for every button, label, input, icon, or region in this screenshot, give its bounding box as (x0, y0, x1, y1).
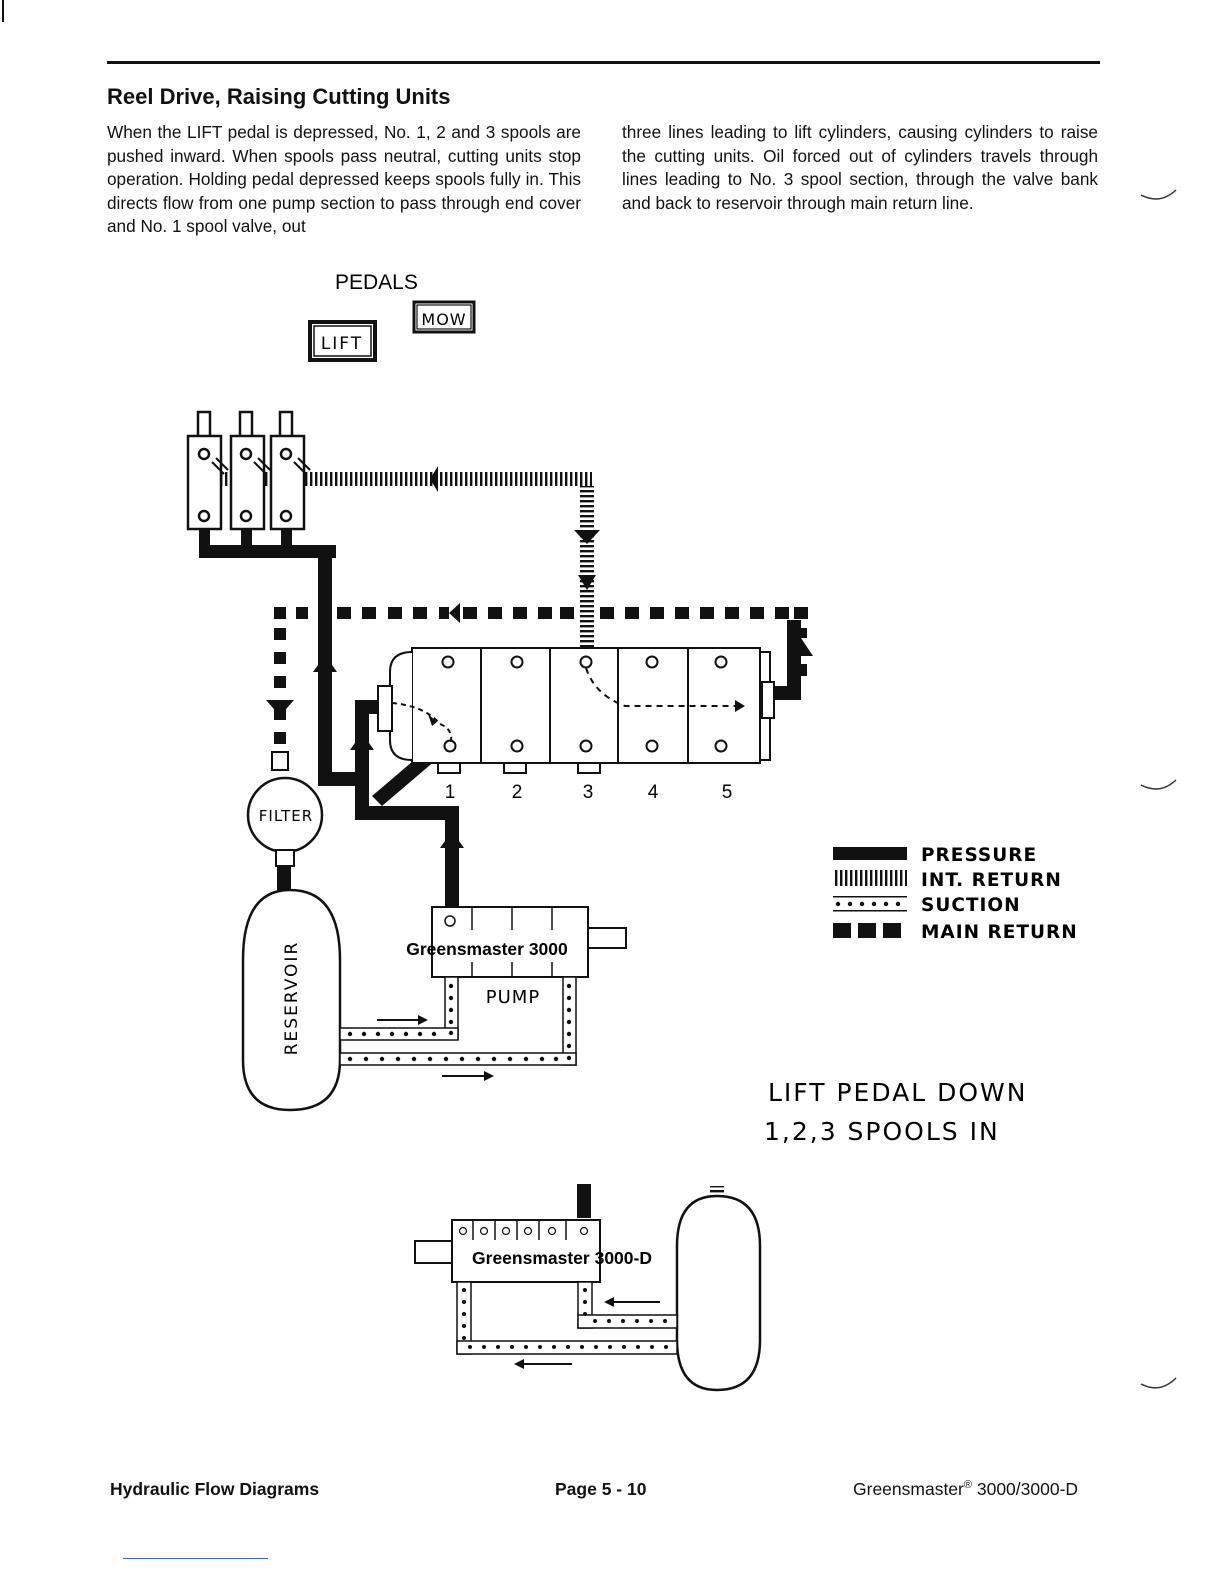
suction-dots-3000-d (462, 1288, 668, 1349)
pump-model-label: Greensmaster 3000 (406, 939, 568, 959)
body-text-left: When the LIFT pedal is depressed, No. 1,… (107, 122, 581, 236)
lift-pedal-label: LIFT (321, 334, 363, 354)
caption-line-1: LIFT PEDAL DOWN (768, 1078, 1027, 1107)
scan-edge-mark (2, 0, 4, 22)
binder-marks (1140, 189, 1177, 1389)
lift-pedal: LIFT (308, 320, 377, 362)
footer-model: 3000/3000-D (976, 1479, 1079, 1499)
suction-dots-3000 (347, 983, 572, 1062)
mow-pedal-label: MOW (421, 310, 466, 329)
legend-swatch-main-return (833, 923, 901, 938)
spool-number-5: 5 (722, 782, 733, 803)
bottom-underline (123, 1558, 268, 1559)
filter-label: FILTER (259, 807, 313, 825)
spool-number-4: 4 (648, 782, 659, 803)
header-rule (107, 61, 1100, 64)
pump-3000-d: Greensmaster 3000-D (414, 1184, 762, 1392)
caption-line-2: 1,2,3 SPOOLS IN (764, 1117, 1000, 1146)
pump-d-model-label: Greensmaster 3000-D (472, 1248, 652, 1268)
legend-swatch-int-return (833, 870, 907, 886)
mow-pedal: MOW (412, 300, 476, 334)
reservoir: RESERVOIR (241, 888, 342, 1112)
spool-number-1: 1 (445, 782, 456, 803)
legend: PRESSURE INT. RETURN SUCTION MAIN RETURN (833, 845, 1078, 943)
footer-product: Greensmaster® 3000/3000-D (853, 1479, 1078, 1500)
legend-label-main-return: MAIN RETURN (921, 922, 1078, 943)
registered-mark: ® (963, 1479, 972, 1492)
legend-label-suction: SUCTION (921, 895, 1021, 916)
pump-label: PUMP (486, 987, 540, 1008)
pedals-title: PEDALS (335, 271, 418, 294)
spool-number-3: 3 (583, 782, 594, 803)
reservoir-label: RESERVOIR (282, 941, 302, 1056)
footer-brand: Greensmaster (853, 1479, 964, 1499)
footer-section-name: Hydraulic Flow Diagrams (110, 1479, 320, 1499)
filter: FILTER (246, 751, 324, 908)
section-title: Reel Drive, Raising Cutting Units (107, 84, 451, 109)
valve-spool-numbers: 1 2 3 4 5 (445, 782, 733, 803)
pump-3000: Greensmaster 3000 PUMP (339, 906, 627, 1081)
lift-cylinders (186, 410, 306, 531)
footer-page-number: Page 5 - 10 (555, 1479, 647, 1499)
legend-swatch-suction (833, 896, 907, 912)
legend-label-pressure: PRESSURE (921, 845, 1037, 866)
valve-bank (377, 647, 775, 774)
int-return-lines (222, 466, 600, 666)
main-return-lines (266, 603, 808, 744)
legend-label-int-return: INT. RETURN (921, 870, 1062, 891)
body-text-right: three lines leading to lift cylinders, c… (622, 122, 1098, 213)
legend-swatch-pressure (833, 847, 907, 860)
spool-number-2: 2 (512, 782, 523, 803)
